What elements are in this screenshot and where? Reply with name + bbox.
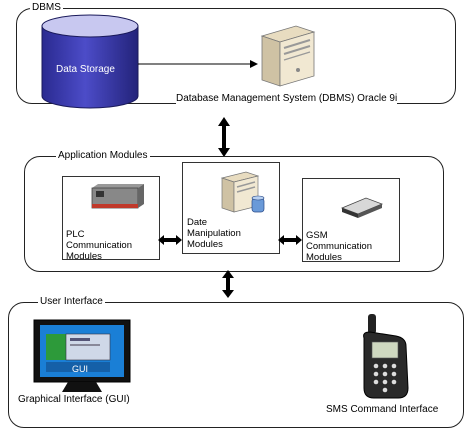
- user-interface-title: User Interface: [38, 296, 105, 307]
- database-cylinder-icon: [41, 14, 139, 109]
- storage-server-connector: [138, 60, 258, 68]
- database-server-icon: [260, 25, 316, 87]
- plc-module-label: PLC Communication Modules: [66, 229, 132, 262]
- application-modules-title: Application Modules: [56, 150, 150, 161]
- gsm-modem-icon: [340, 197, 384, 218]
- app-ui-double-arrow: [222, 270, 234, 298]
- sms-label: SMS Command Interface: [326, 404, 439, 415]
- date-module-label: Date Manipulation Modules: [187, 217, 241, 250]
- dbms-panel-title: DBMS: [30, 2, 63, 13]
- gui-screen-text: GUI: [72, 364, 89, 374]
- gui-label: Graphical Interface (GUI): [18, 394, 130, 405]
- dbms-server-label: Database Management System (DBMS) Oracle…: [176, 93, 398, 104]
- date-server-icon: [220, 171, 265, 213]
- data-storage-label: Data Storage: [56, 64, 115, 75]
- mobile-phone-icon: [363, 314, 409, 399]
- gsm-module-label: GSM Communication Modules: [306, 230, 372, 263]
- dbms-app-double-arrow: [218, 117, 230, 157]
- plc-date-arrow: [158, 235, 182, 245]
- date-gsm-arrow: [278, 235, 302, 245]
- gsm-module-box: [302, 178, 400, 262]
- gui-monitor-icon: [33, 319, 131, 392]
- plc-device-icon: [91, 184, 144, 209]
